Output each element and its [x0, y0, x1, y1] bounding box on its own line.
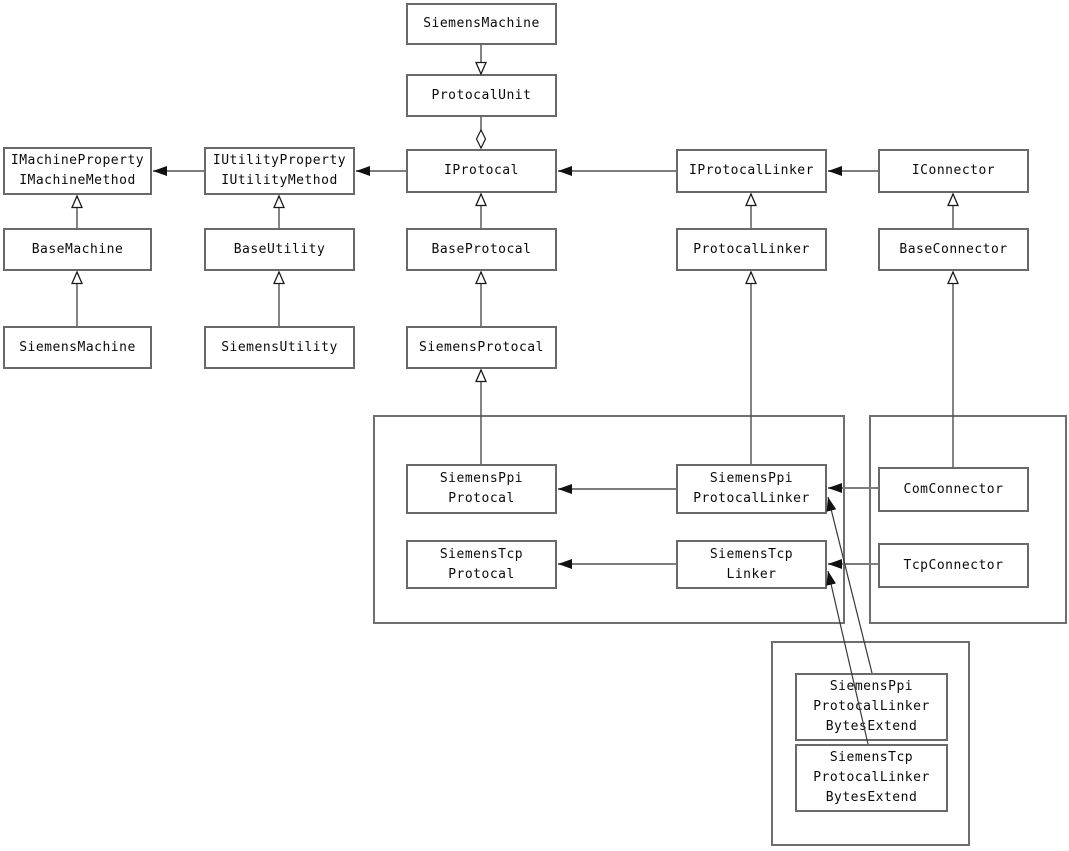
class-box-protocalunit[interactable]: ProtocalUnit	[406, 74, 557, 117]
class-box-baseutility[interactable]: BaseUtility	[204, 228, 355, 271]
class-box-iconnector[interactable]: IConnector	[878, 149, 1029, 193]
class-box-siemensppiprotocallinkerbytesextend[interactable]: SiemensPpi ProtocalLinker BytesExtend	[795, 673, 948, 741]
class-box-siemensprotocal[interactable]: SiemensProtocal	[406, 326, 557, 369]
class-box-iprotocal[interactable]: IProtocal	[406, 149, 557, 193]
class-box-iprotocallinker[interactable]: IProtocalLinker	[676, 149, 827, 193]
class-box-baseprotocal[interactable]: BaseProtocal	[406, 228, 557, 271]
class-box-comconnector[interactable]: ComConnector	[878, 467, 1029, 512]
class-box-siemensppiprotocallinker[interactable]: SiemensPpi ProtocalLinker	[676, 464, 827, 514]
class-box-protocallinker[interactable]: ProtocalLinker	[676, 228, 827, 271]
class-box-basemachine[interactable]: BaseMachine	[3, 228, 152, 271]
class-box-siemensutility[interactable]: SiemensUtility	[204, 326, 355, 369]
class-box-baseconnector[interactable]: BaseConnector	[878, 228, 1029, 271]
class-box-iutility-interface[interactable]: IUtilityProperty IUtilityMethod	[204, 147, 355, 195]
class-box-siemensppiprotocal[interactable]: SiemensPpi Protocal	[406, 464, 557, 514]
class-box-siemenstcpprotocal[interactable]: SiemensTcp Protocal	[406, 540, 557, 589]
class-box-siemensmachine-unit[interactable]: SiemensMachine	[406, 3, 557, 45]
class-box-siemensmachine[interactable]: SiemensMachine	[3, 326, 152, 369]
class-box-tcpconnector[interactable]: TcpConnector	[878, 543, 1029, 588]
connector-group-box[interactable]	[869, 415, 1067, 624]
class-box-siemenstcpprotocallinkerbytesextend[interactable]: SiemensTcp ProtocalLinker BytesExtend	[795, 744, 948, 812]
protocol-group-box[interactable]	[373, 415, 845, 624]
class-box-siemenstcplinker[interactable]: SiemensTcp Linker	[676, 540, 827, 589]
class-box-imachine-interface[interactable]: IMachineProperty IMachineMethod	[3, 147, 152, 195]
